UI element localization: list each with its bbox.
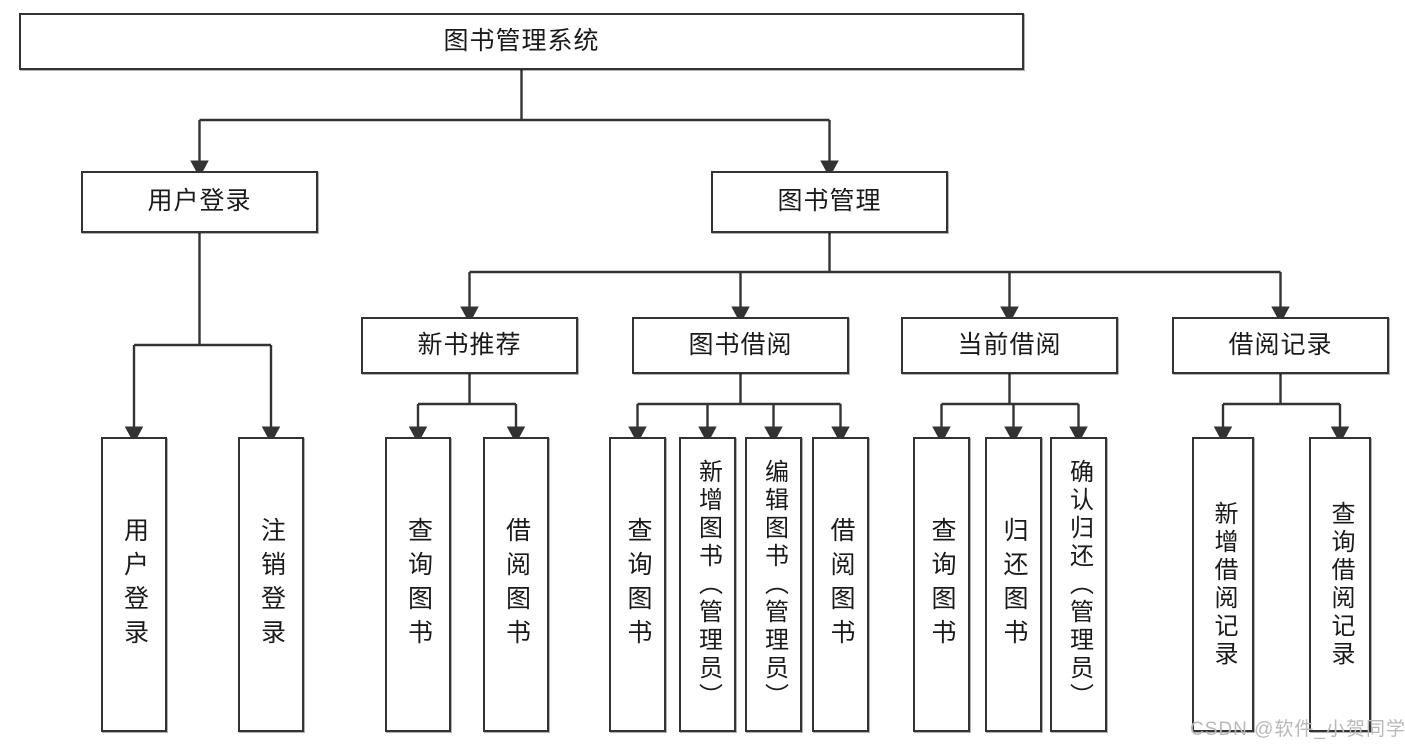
node-records: 借阅记录	[1172, 317, 1389, 374]
node-label: 确认归还（管理员）	[1065, 458, 1093, 711]
node-label: 当前借阅	[957, 330, 1062, 359]
node-l_logout: 注销登录	[238, 437, 304, 732]
node-newbook: 新书推荐	[361, 317, 578, 374]
node-label: 借阅图书	[502, 516, 531, 653]
node-label: 用户登录	[120, 516, 149, 653]
node-n_query: 查询图书	[385, 437, 451, 732]
node-b_lend: 借阅图书	[812, 437, 869, 732]
node-b_add: 新增图书（管理员）	[679, 437, 736, 732]
node-label: 注销登录	[257, 516, 286, 653]
node-label: 图书借阅	[688, 330, 793, 359]
node-root: 图书管理系统	[19, 13, 1024, 70]
node-label: 查询图书	[624, 516, 652, 653]
node-label: 查询借阅记录	[1327, 500, 1354, 669]
node-label: 编辑图书（管理员）	[760, 458, 788, 711]
csdn-watermark: CSDN @软件_小贺同学	[1190, 719, 1405, 740]
node-r_add: 新增借阅记录	[1192, 437, 1254, 732]
node-current: 当前借阅	[901, 317, 1118, 374]
node-r_query: 查询借阅记录	[1309, 437, 1371, 732]
node-login: 用户登录	[81, 171, 318, 233]
node-label: 查询图书	[928, 516, 956, 653]
node-label: 新书推荐	[417, 330, 522, 359]
node-label: 新增借阅记录	[1210, 500, 1237, 669]
node-c_query: 查询图书	[913, 437, 970, 732]
node-label: 归还图书	[1000, 516, 1028, 653]
node-label: 借阅记录	[1228, 330, 1333, 359]
node-label: 借阅图书	[827, 516, 855, 653]
node-n_borrow: 借阅图书	[483, 437, 549, 732]
node-borrow: 图书借阅	[632, 317, 849, 374]
node-c_confirm: 确认归还（管理员）	[1050, 437, 1107, 732]
node-l_login: 用户登录	[101, 437, 167, 732]
node-b_edit: 编辑图书（管理员）	[745, 437, 802, 732]
node-label: 查询图书	[404, 516, 433, 653]
node-label: 新增图书（管理员）	[694, 458, 722, 711]
node-label: 用户登录	[147, 187, 252, 216]
node-bookmgmt: 图书管理	[711, 171, 948, 233]
node-c_return: 归还图书	[985, 437, 1042, 732]
node-label: 图书管理	[777, 187, 882, 216]
node-label: 图书管理系统	[443, 26, 600, 55]
node-b_query: 查询图书	[609, 437, 666, 732]
